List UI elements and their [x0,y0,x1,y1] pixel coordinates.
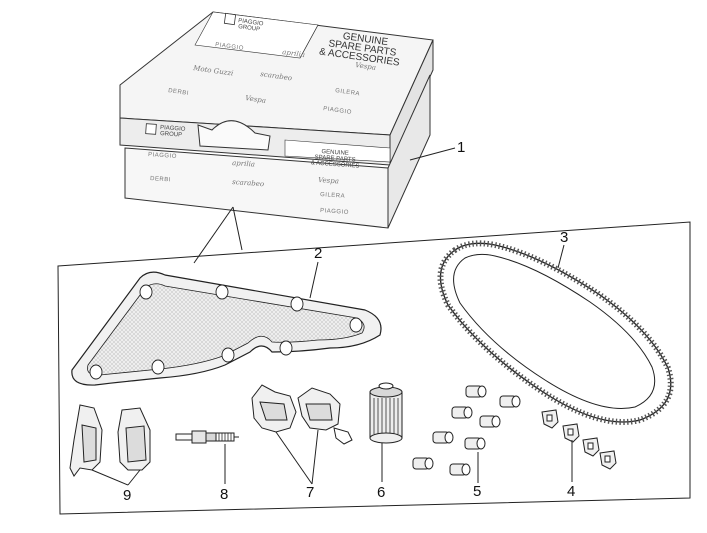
box-front-title-2: SPARE PARTS [314,155,355,164]
brand-mark-scarabeo-front: scarabeo [232,178,265,188]
slider-piece [541,409,559,429]
variator-rollers [412,385,521,476]
brand-mark-vespa-top: Vespa [355,61,377,72]
air-filter [71,271,382,386]
oil-filter [369,382,403,444]
piaggio-group-logo-front [145,123,157,135]
slider-piece [599,450,617,470]
roller [451,406,473,419]
contents-panel [57,206,691,515]
box-group-name-2: GROUP [238,24,261,33]
box-front-title-3: & ACCESSORIES [311,160,360,169]
brand-mark-gilera-top: GILERA [335,88,361,97]
brand-mark-aprilia-front: aprilia [232,159,255,169]
brand-mark-piaggio-front-2: PIAGGIO [320,208,349,216]
piaggio-group-logo [223,12,237,26]
leader-line-2 [309,261,319,299]
brake-pads-rear [69,404,151,477]
callout-7: 7 [306,484,314,501]
panel-leader-left [193,206,234,264]
roller [464,437,486,450]
slider-piece [582,437,600,457]
filter-lobe [290,296,304,312]
box-front-group-name-2: GROUP [160,131,182,139]
callout-2: 2 [314,245,322,262]
spark-plug [175,430,239,444]
callout-3: 3 [560,229,568,246]
roller [432,431,454,444]
filter-lobe [279,340,293,356]
roller [499,395,521,408]
filter-lobe [139,284,153,300]
leader-line-7a [275,431,313,485]
brand-mark-piaggio-top-2: PIAGGIO [323,106,352,116]
roller [449,463,471,476]
roller [412,457,434,470]
leader-line-7b [311,429,319,485]
brand-mark-piaggio-top: PIAGGIO [215,42,244,52]
brand-mark-derbi-front: DERBI [150,176,171,183]
slider-piece [562,423,580,443]
variator-sliders [541,409,617,470]
roller [479,415,501,428]
box-side-label [284,139,391,163]
brake-pads-front [251,384,353,445]
box-group-name-1: PIAGGIO [238,18,264,28]
filter-lobe [349,317,363,333]
callout-8: 8 [220,486,228,503]
box-front-title-1: GENUINE [321,149,349,157]
callout-1: 1 [457,139,465,156]
filter-lobe [215,284,229,300]
box-lid-tab [197,120,271,151]
callout-4: 4 [567,483,575,500]
pad-spring-clip [333,427,353,445]
callout-5: 5 [473,483,481,500]
brand-mark-aprilia-top: aprilia [282,48,306,59]
filter-lobe [151,359,165,375]
panel-leader-right [232,206,243,251]
box-text-group: PIAGGIO GROUP GENUINE SPARE PARTS & ACCE… [145,12,401,216]
brand-mark-vespa-front: Vespa [318,176,339,185]
box-side-face [387,74,431,229]
box-front-group-name-1: PIAGGIO [160,125,186,133]
filter-lobe [221,347,235,363]
contents-panel-outline [57,221,691,515]
brand-mark-derbi-top: DERBI [168,88,189,97]
roller [465,385,487,398]
drive-belt [437,240,674,425]
leader-line-9b [127,469,141,486]
leader-line-1 [409,147,456,161]
brand-mark-vespa-top-2: Vespa [245,94,267,105]
callout-9: 9 [123,487,131,504]
brand-mark-piaggio-front: PIAGGIO [148,152,177,160]
filter-lobe [89,364,103,380]
leader-line-9a [91,469,129,486]
leader-line-3 [557,244,565,269]
callout-6: 6 [377,484,385,501]
brand-mark-gilera-front: GILERA [320,192,345,200]
